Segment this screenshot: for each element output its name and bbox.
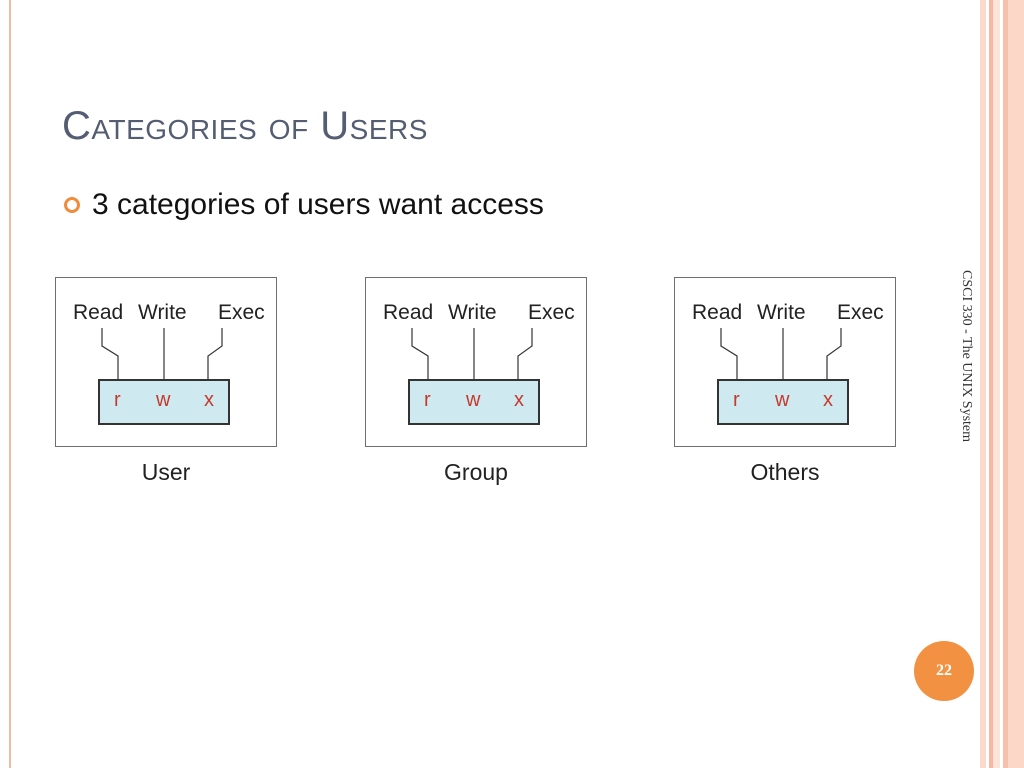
group-caption: Group — [444, 459, 508, 485]
course-side-label: CSCI 330 - The UNIX System — [959, 270, 974, 443]
circle-bullet-icon — [64, 197, 80, 213]
rwx-bar — [408, 379, 540, 425]
exec-connector — [517, 328, 533, 379]
permission-group-user: Read Write Exec r w x User — [55, 277, 277, 489]
connector-lines — [720, 328, 842, 379]
left-frame-line — [9, 0, 11, 768]
write-label: Write — [448, 301, 497, 324]
read-bit: r — [733, 389, 740, 411]
exec-bit: x — [514, 389, 524, 411]
write-bit: w — [156, 389, 171, 411]
right-decorative-border — [980, 0, 1024, 768]
permission-group-others: Read Write Exec r w x Others — [674, 277, 896, 489]
write-label: Write — [138, 301, 187, 324]
write-bit: w — [466, 389, 481, 411]
permission-diagram: Read Write Exec r w x User Read Write Ex… — [55, 277, 897, 497]
permission-box: Read Write Exec r w x — [674, 277, 896, 447]
rwx-bar — [98, 379, 230, 425]
exec-label: Exec — [528, 301, 575, 324]
group-caption: Others — [750, 459, 820, 485]
rwx-bar — [717, 379, 849, 425]
group-caption: User — [141, 459, 191, 485]
exec-bit: x — [204, 389, 214, 411]
exec-connector — [207, 328, 223, 379]
connector-lines — [101, 328, 223, 379]
write-label: Write — [757, 301, 806, 324]
permission-group-group: Read Write Exec r w x Group — [365, 277, 587, 489]
bullet-item: 3 categories of users want access — [64, 188, 544, 222]
read-label: Read — [73, 301, 124, 324]
exec-label: Exec — [218, 301, 265, 324]
slide-title: Categories of Users — [62, 104, 428, 148]
bullet-text: 3 categories of users want access — [92, 188, 544, 221]
exec-bit: x — [823, 389, 833, 411]
exec-label: Exec — [837, 301, 884, 324]
page-number-badge: 22 — [914, 641, 974, 701]
read-label: Read — [383, 301, 434, 324]
read-label: Read — [692, 301, 743, 324]
read-bit: r — [114, 389, 121, 411]
read-connector — [411, 328, 429, 379]
write-bit: w — [775, 389, 790, 411]
permission-box: Read Write Exec r w x — [55, 277, 277, 447]
permission-box: Read Write Exec r w x — [365, 277, 587, 447]
connector-lines — [411, 328, 533, 379]
read-connector — [720, 328, 738, 379]
read-connector — [101, 328, 119, 379]
read-bit: r — [424, 389, 431, 411]
exec-connector — [826, 328, 842, 379]
